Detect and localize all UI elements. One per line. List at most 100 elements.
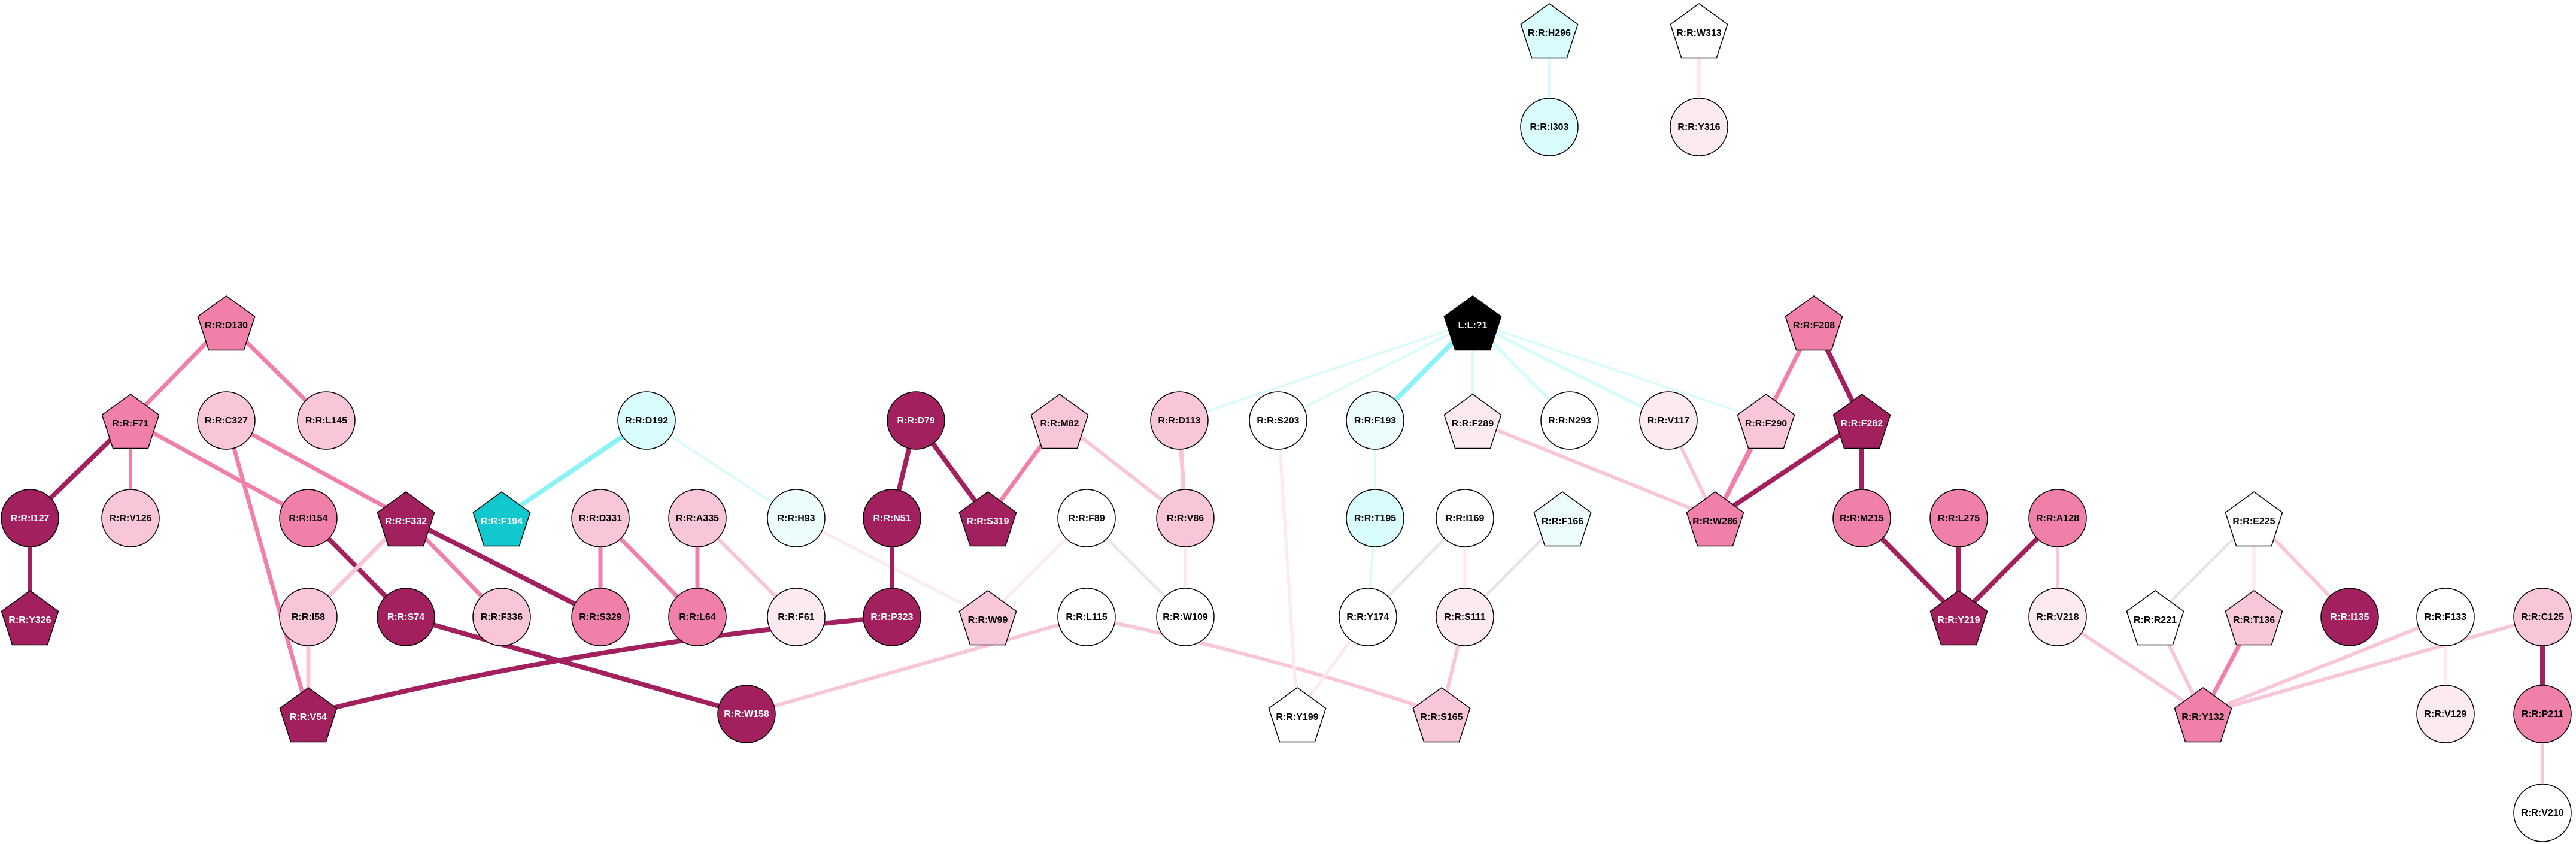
pentagon-node-shape	[1670, 3, 1728, 59]
circle-node-shape	[767, 489, 826, 547]
pentagon-node-shape	[1832, 394, 1891, 449]
node-f71: R:R:F71	[101, 394, 160, 449]
pentagon-node-shape	[279, 687, 338, 743]
circle-node-shape	[1832, 489, 1891, 547]
node-a128: R:R:A128	[2028, 489, 2087, 547]
circle-node-shape	[1156, 588, 1215, 646]
node-w286: R:R:W286	[1686, 491, 1744, 547]
circle-node-shape	[2513, 784, 2572, 842]
node-label: R:R:D113	[1158, 416, 1200, 426]
node-label: R:R:F193	[1354, 416, 1396, 426]
node-label: R:R:I127	[11, 513, 50, 524]
pentagon-node-shape	[1520, 3, 1579, 59]
node-c327: R:R:C327	[197, 391, 256, 450]
node-label: R:R:N293	[1548, 416, 1591, 426]
node-label: R:R:C125	[2521, 612, 2564, 622]
edge-l115-s165	[1085, 615, 1443, 716]
pentagon-node-shape	[1443, 295, 1502, 351]
node-w313: R:R:W313	[1670, 3, 1728, 59]
edge-l115-w158	[745, 615, 1088, 716]
node-label: L:L:?1	[1458, 320, 1488, 331]
node-label: R:R:R221	[2134, 615, 2177, 625]
edge-f289-w286	[1471, 419, 1717, 520]
circle-node-shape	[1436, 489, 1494, 547]
node-label: R:R:S329	[579, 612, 621, 622]
node-label: R:R:I303	[1530, 122, 1569, 132]
node-d192: R:R:D192	[617, 391, 676, 450]
node-l115: R:R:L115	[1057, 588, 1116, 646]
edge-f71-i154	[128, 418, 311, 521]
node-y199: R:R:Y199	[1268, 687, 1327, 743]
node-m82: R:R:M82	[1030, 394, 1089, 449]
node-f194: R:R:F194	[472, 491, 531, 547]
circle-node-shape	[2416, 588, 2475, 646]
pentagon-node-shape	[1443, 394, 1502, 449]
pentagon-node-shape	[1785, 295, 1843, 351]
node-s203: R:R:S203	[1249, 391, 1307, 450]
circle-node-shape	[2513, 588, 2572, 646]
node-label: R:R:D192	[625, 416, 668, 426]
node-y219: R:R:Y219	[1929, 590, 1988, 646]
node-f336: R:R:F336	[472, 588, 531, 646]
node-l275: R:R:L275	[1929, 489, 1988, 547]
pentagon-node-shape	[1737, 394, 1795, 449]
node-e225: R:R:E225	[2225, 491, 2283, 547]
node-label: R:R:F71	[112, 419, 148, 429]
edge-c327-v54	[224, 418, 311, 716]
node-i303: R:R:I303	[1520, 98, 1579, 156]
node-s319: R:R:S319	[958, 491, 1017, 547]
edge-c125-y132	[2201, 615, 2544, 716]
edge-l71-s203	[1277, 321, 1474, 422]
node-label: R:R:F336	[481, 612, 523, 622]
node-y132: R:R:Y132	[2174, 687, 2232, 743]
node-label: R:R:F290	[1745, 419, 1787, 429]
node-label: R:R:H93	[777, 513, 815, 524]
node-l64: R:R:L64	[668, 588, 727, 646]
node-d79: R:R:D79	[887, 391, 945, 450]
node-label: R:R:P211	[2522, 709, 2563, 719]
circle-node-shape	[1339, 588, 1397, 646]
circle-node-shape	[887, 391, 945, 450]
node-label: R:R:D79	[897, 416, 934, 426]
node-label: R:R:I154	[289, 513, 328, 524]
node-i58: R:R:I58	[279, 588, 338, 646]
node-r221: R:R:R221	[2126, 590, 2184, 646]
circle-node-shape	[1057, 588, 1116, 646]
node-f89: R:R:F89	[1057, 489, 1116, 547]
node-f290: R:R:F290	[1737, 394, 1795, 449]
node-c125: R:R:C125	[2513, 588, 2572, 646]
node-label: R:R:D331	[579, 513, 622, 524]
node-f61: R:R:F61	[767, 588, 826, 646]
circle-node-shape	[1639, 391, 1698, 450]
node-label: R:R:W109	[1163, 612, 1208, 622]
node-label: R:R:V126	[109, 513, 151, 524]
circle-node-shape	[668, 588, 727, 646]
circle-node-shape	[863, 489, 921, 547]
node-label: R:R:A335	[676, 513, 719, 524]
node-v54: R:R:V54	[279, 687, 338, 743]
node-label: R:R:I169	[1446, 513, 1485, 524]
node-l71: L:L:?1	[1443, 295, 1502, 351]
circle-node-shape	[197, 391, 256, 450]
pentagon-node-shape	[472, 491, 531, 547]
node-label: R:R:V129	[2424, 709, 2466, 719]
node-label: R:R:L115	[1066, 612, 1107, 622]
circle-node-shape	[2028, 489, 2087, 547]
node-n51: R:R:N51	[863, 489, 921, 547]
circle-node-shape	[1929, 489, 1988, 547]
circle-node-shape	[617, 391, 676, 450]
node-label: R:R:S111	[1444, 612, 1485, 622]
node-label: R:R:W286	[1692, 516, 1738, 527]
circle-node-shape	[297, 391, 356, 450]
pentagon-node-shape	[958, 491, 1017, 547]
pentagon-node-shape	[101, 394, 160, 449]
circle-node-shape	[1346, 489, 1404, 547]
node-v218: R:R:V218	[2028, 588, 2087, 646]
pentagon-node-shape	[1686, 491, 1744, 547]
node-label: R:R:H296	[1528, 28, 1571, 38]
node-label: R:R:V218	[2036, 612, 2079, 622]
node-f289: R:R:F289	[1443, 394, 1502, 449]
node-label: R:R:W158	[724, 709, 769, 719]
